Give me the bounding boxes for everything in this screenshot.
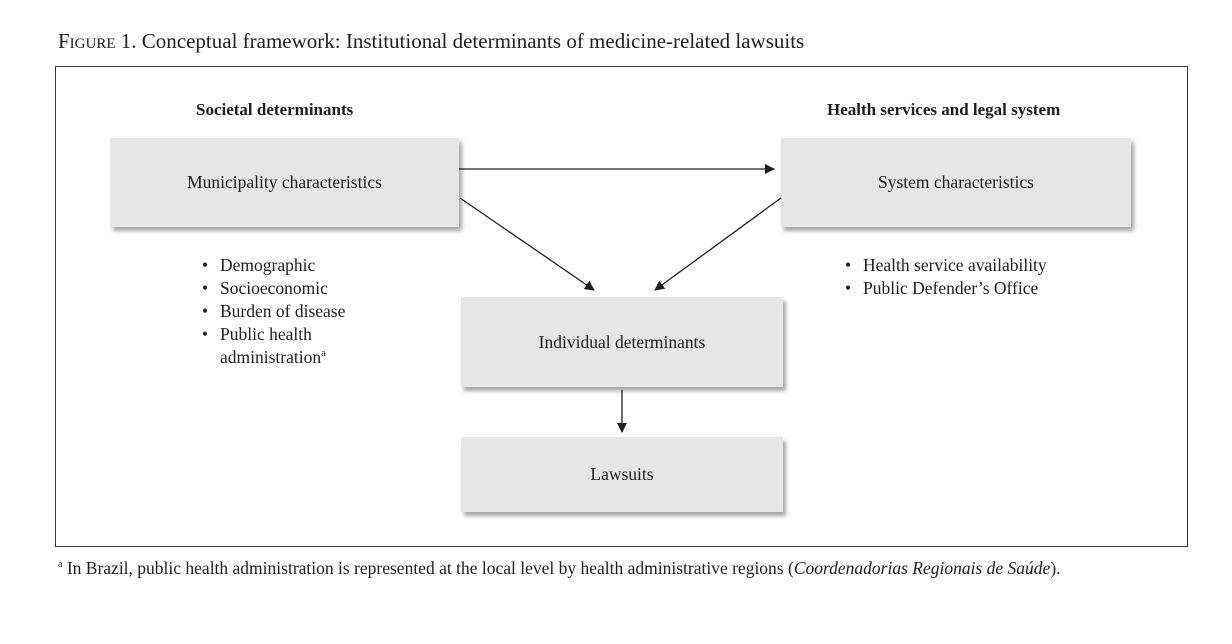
box-lawsuits-label: Lawsuits (590, 464, 654, 484)
footnote-text: In Brazil, public health administration … (66, 558, 794, 578)
footnote-italic-term: Coordenadorias Regionais de Saúde (793, 558, 1051, 578)
box-system-characteristics: System characteristics (781, 138, 1131, 227)
figure-footnote: a In Brazil, public health administratio… (58, 558, 1061, 579)
figure-title: Figure 1. Conceptual framework: Institut… (58, 29, 804, 54)
box-municipality-characteristics: Municipality characteristics (110, 138, 459, 227)
box-lawsuits: Lawsuits (461, 437, 783, 512)
list-item: Health service availability (845, 254, 1105, 277)
box-system-label: System characteristics (878, 172, 1034, 192)
list-item: Socioeconomic (202, 277, 372, 300)
footnote-marker: a (58, 559, 63, 571)
list-item: Demographic (202, 254, 372, 277)
footnote-marker: a (321, 348, 326, 360)
list-item: Public health administrationa (202, 323, 372, 369)
system-characteristics-list: Health service availability Public Defen… (845, 254, 1105, 300)
figure-label: Figure (58, 29, 116, 53)
figure-title-text: Conceptual framework: Institutional dete… (141, 29, 805, 53)
heading-societal-determinants: Societal determinants (196, 100, 354, 119)
footnote-end: ). (1050, 558, 1061, 578)
heading-health-services-legal-system: Health services and legal system (827, 100, 1061, 119)
diagram-frame (55, 66, 1188, 547)
municipality-characteristics-list: Demographic Socioeconomic Burden of dise… (202, 254, 372, 369)
box-municipality-label: Municipality characteristics (187, 172, 382, 192)
arrow-municipality-to-individual (459, 197, 595, 291)
box-individual-determinants: Individual determinants (461, 297, 783, 387)
figure-number: 1. (120, 29, 137, 53)
arrow-system-to-individual (654, 197, 782, 291)
box-individual-label: Individual determinants (538, 331, 706, 352)
list-item: Burden of disease (202, 300, 372, 323)
list-item: Public Defender’s Office (845, 277, 1105, 300)
